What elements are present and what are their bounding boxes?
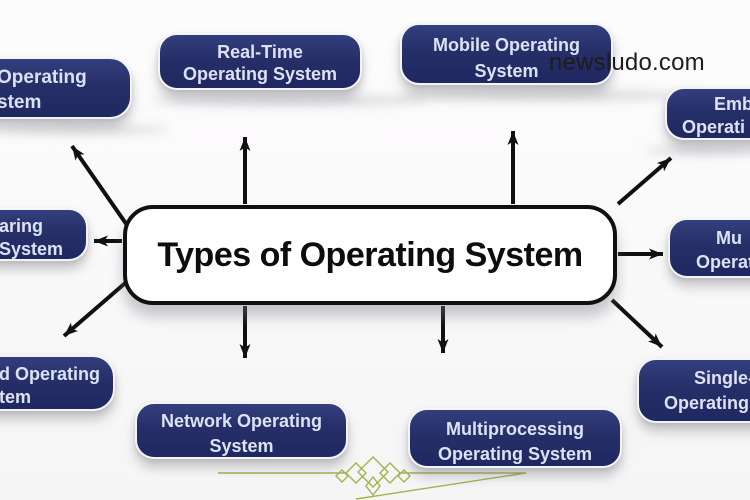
- diamond-icon: [365, 475, 381, 497]
- node-label-line: Operating: [0, 67, 87, 88]
- node-label-line: tem: [0, 387, 32, 407]
- node-network-os: Network Operating System: [135, 402, 348, 459]
- node-label-line: Operating System: [182, 64, 338, 84]
- diamond-icon: [345, 462, 367, 484]
- node-mobile-os: Mobile Operating System: [400, 23, 613, 85]
- node-left-partial: aring System: [0, 208, 88, 261]
- node-label-line: stem: [0, 92, 42, 113]
- node-top-left-partial: Operating stem: [0, 57, 132, 119]
- node-right-middle-partial: Mu Operat: [668, 218, 750, 278]
- node-label-line: Operati: [682, 117, 746, 137]
- node-label-line: Mu: [716, 228, 742, 248]
- node-label-line: Single-U: [694, 368, 750, 388]
- node-label-line: aring: [0, 216, 44, 236]
- node-label-line: Multiprocessing: [445, 419, 584, 439]
- diagram-title: Types of Operating System: [157, 235, 583, 274]
- node-right-top-partial: Emb Operati: [665, 87, 750, 140]
- shadow-smear: [150, 95, 430, 106]
- node-label-line: d Operating: [0, 364, 101, 384]
- node-label-line: Mobile Operating: [432, 35, 580, 55]
- node-label-line: System: [474, 61, 539, 81]
- watermark-text: newsludo.com: [549, 49, 705, 76]
- central-topic-box: Types of Operating System: [123, 205, 617, 305]
- node-real-time-os: Real-Time Operating System: [158, 33, 362, 90]
- node-label-line: System: [0, 239, 64, 259]
- node-label-line: System: [209, 436, 274, 456]
- node-label-line: Operating: [664, 393, 750, 413]
- node-label-line: Operat: [696, 252, 750, 272]
- node-label-line: Operating System: [437, 444, 593, 464]
- arrow-diagonal-up-right-icon: [616, 156, 673, 206]
- node-label-line: Real-Time: [217, 42, 303, 62]
- arrow-diagonal-down-left-icon: [62, 276, 133, 338]
- node-label-line: Emb: [714, 94, 750, 114]
- diamond-icon: [335, 469, 349, 483]
- node-label-line: Network Operating: [160, 411, 323, 431]
- diamond-icon: [379, 462, 401, 484]
- diamond-icon: [397, 469, 411, 483]
- node-bottom-left-partial: d Operating tem: [0, 355, 115, 411]
- node-multiprocessing-os: Multiprocessing Operating System: [408, 408, 622, 468]
- shadow-smear: [645, 146, 750, 155]
- arrow-diagonal-down-right-icon: [610, 298, 664, 349]
- shadow-smear: [0, 125, 170, 134]
- node-single-user-partial: Single-U Operating: [637, 358, 750, 423]
- diamond-icon: [357, 456, 389, 488]
- shadow-smear: [395, 90, 695, 101]
